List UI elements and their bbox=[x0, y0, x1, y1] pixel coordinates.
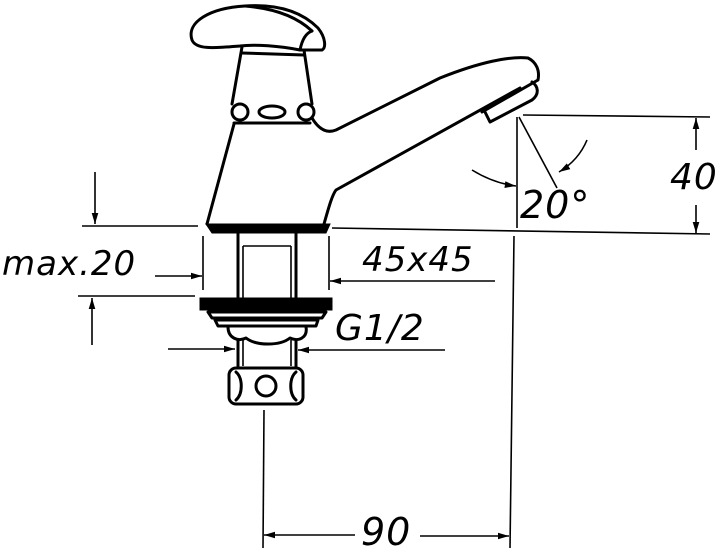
fixing-nut bbox=[199, 297, 333, 346]
faucet-handle bbox=[189, 4, 327, 52]
label-45x45: 45x45 bbox=[362, 240, 474, 280]
dimension-max20 bbox=[78, 172, 198, 345]
dimension-90 bbox=[262, 235, 515, 549]
faucet-body-and-spout bbox=[205, 56, 540, 234]
label-g12: G1/2 bbox=[335, 308, 425, 349]
coupling-nut bbox=[227, 366, 305, 406]
dimension-g12 bbox=[168, 345, 445, 354]
label-angle-20: 20° bbox=[520, 183, 591, 227]
faucet-upper-body bbox=[230, 45, 316, 125]
label-max20: max.20 bbox=[2, 244, 137, 284]
dimension-45x45 bbox=[155, 236, 495, 290]
faucet-shank bbox=[236, 231, 298, 302]
dimension-angle-20 bbox=[471, 116, 588, 228]
dimension-40 bbox=[331, 114, 711, 235]
label-90: 90 bbox=[361, 510, 412, 554]
thread-connector bbox=[236, 338, 298, 368]
label-40: 40 bbox=[670, 157, 718, 198]
